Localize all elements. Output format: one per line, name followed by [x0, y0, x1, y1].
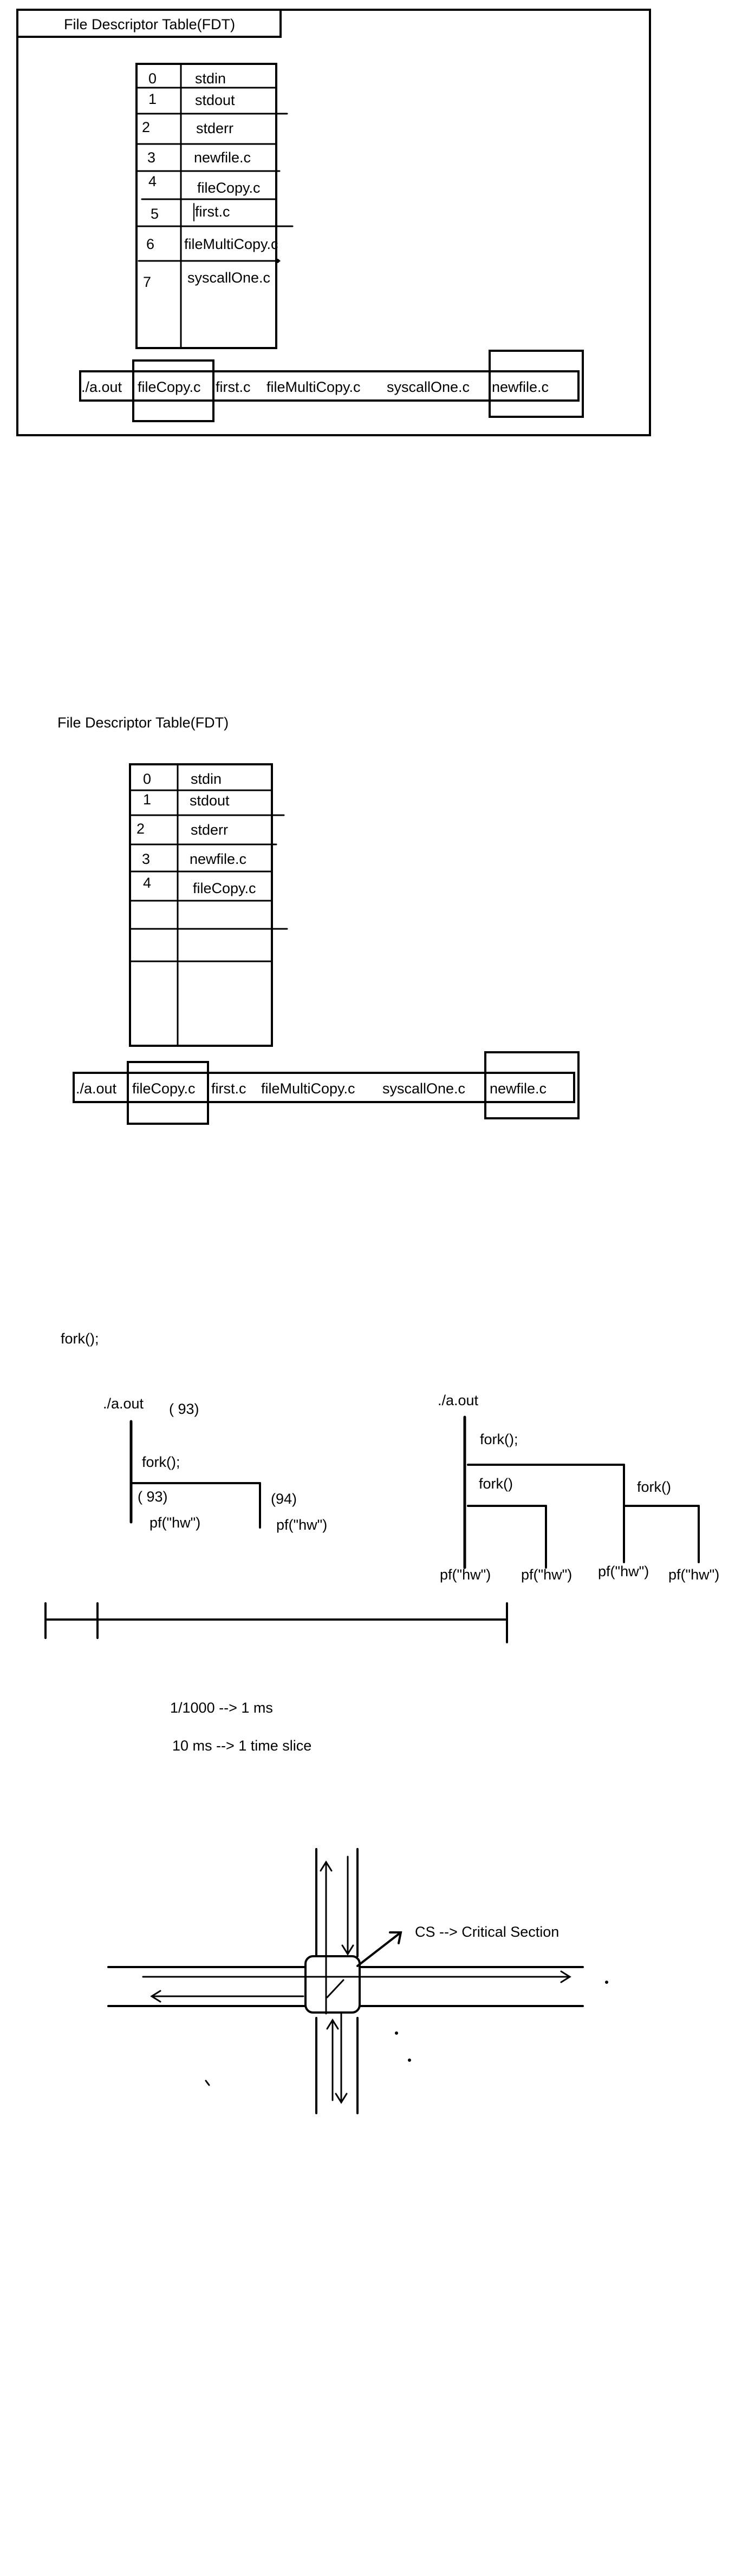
arrow-left-head-icon: [150, 1990, 161, 2003]
fdt1-fd-4: 4: [148, 173, 157, 189]
fdt1-title-box: [16, 9, 282, 38]
fdt1-arg-5: newfile.c: [492, 379, 549, 395]
fdt2-name-1: stdout: [190, 792, 230, 809]
fdt2-highlight-newfile: [484, 1051, 580, 1119]
fork-right-print-1: pf("hw"): [440, 1566, 491, 1583]
cs-pointer-head-icon: [389, 1931, 402, 1944]
fdt1-outer-frame: [16, 9, 651, 436]
fdt1-name-3: newfile.c: [194, 149, 251, 166]
fdt1-arg-2: first.c: [216, 379, 251, 395]
timeline-diagram: 1/1000 --> 1 ms 10 ms --> 1 time slice: [44, 1602, 508, 1754]
fdt2-name-4: fileCopy.c: [193, 880, 256, 896]
fdt2-arg-0: ./a.out: [76, 1080, 117, 1097]
fdt2-title: File Descriptor Table(FDT): [57, 715, 229, 731]
fdt2-arg-1: fileCopy.c: [132, 1080, 196, 1097]
arrow-up-lower-head-icon: [326, 2018, 339, 2030]
arrow-up-head-icon: [320, 1860, 333, 1872]
fdt2-fd-4: 4: [143, 875, 151, 891]
fork-left-pid-a: ( 93): [138, 1489, 168, 1505]
fdt2-table: [129, 763, 273, 1047]
fdt1-name-2: stderr: [196, 120, 233, 136]
fork-right-call-2: fork(): [479, 1476, 513, 1492]
fdt1-fd-7: 7: [143, 274, 151, 290]
fork-right-print-4: pf("hw"): [668, 1566, 719, 1583]
fork-left-print-b: pf("hw"): [276, 1517, 327, 1533]
fdt1-arg-0: ./a.out: [81, 379, 122, 395]
arrow-right-head-icon: [560, 1970, 571, 1983]
fdt-diagram-1: File Descriptor Table(FDT) 0 stdin 1 std…: [16, 9, 651, 436]
fdt1-name-1: stdout: [195, 92, 235, 108]
fdt1-command-bar: [79, 370, 580, 402]
fdt1-title: File Descriptor Table(FDT): [64, 16, 235, 32]
fdt2-name-3: newfile.c: [190, 851, 246, 867]
fdt1-name-0: stdin: [195, 70, 226, 87]
fork-left-parent-pid: ( 93): [169, 1401, 199, 1417]
arrow-down-upper-head-icon: [341, 1944, 354, 1956]
fdt1-fd-5: 5: [151, 206, 159, 222]
fdt2-name-2: stderr: [191, 822, 228, 838]
fdt1-fd-3: 3: [147, 149, 155, 166]
fdt1-arg-4: syscallOne.c: [387, 379, 470, 395]
timing-line-1: 1/1000 --> 1 ms: [170, 1700, 273, 1716]
critical-section-diagram: CS --> Critical Section: [107, 1848, 608, 2114]
fork-left-program: ./a.out: [103, 1395, 144, 1412]
fork-right-print-3: pf("hw"): [598, 1563, 649, 1579]
fdt1-arg-1: fileCopy.c: [138, 379, 201, 395]
fdt1-name-4: fileCopy.c: [197, 180, 261, 196]
fdt-diagram-2: File Descriptor Table(FDT) 0 stdin 1 std…: [57, 715, 580, 1125]
fdt2-fd-3: 3: [142, 851, 150, 867]
fdt1-arrow-dot: [275, 259, 279, 263]
fork-left-print-a: pf("hw"): [149, 1515, 200, 1531]
fdt2-fd-1: 1: [143, 791, 151, 808]
stray-tick: [205, 2080, 210, 2086]
fork-right-program: ./a.out: [438, 1392, 479, 1408]
critical-section-diagonal: [326, 1979, 344, 1998]
fork-heading: fork();: [61, 1330, 99, 1347]
fork-right-call-3: fork(): [637, 1479, 671, 1495]
fdt1-fd-1: 1: [148, 91, 157, 107]
critical-section-box: [304, 1955, 361, 2014]
fdt1-name-7: syscallOne.c: [187, 270, 270, 286]
fdt1-table: [135, 63, 277, 349]
fdt1-highlight-newfile: [489, 350, 584, 418]
fdt1-arg-3: fileMultiCopy.c: [266, 379, 361, 395]
fdt2-arg-4: syscallOne.c: [382, 1080, 465, 1097]
fork-right-call-1: fork();: [480, 1431, 518, 1447]
arrow-down-head-icon: [335, 2093, 348, 2104]
fdt2-highlight-filecopy: [127, 1061, 209, 1125]
fdt1-name-6: fileMultiCopy.c: [184, 236, 278, 252]
fdt1-highlight-filecopy: [132, 359, 214, 422]
fork-left-call: fork();: [142, 1454, 180, 1470]
fork-right-print-2: pf("hw"): [521, 1566, 572, 1583]
fdt1-fd-6: 6: [146, 236, 154, 252]
fdt2-fd-0: 0: [143, 771, 151, 787]
fdt2-name-0: stdin: [191, 771, 222, 787]
fdt2-command-bar: [73, 1072, 575, 1103]
cs-label: CS --> Critical Section: [415, 1924, 559, 1940]
cs-pointer-arrow: [356, 1931, 402, 1967]
fdt1-name-5: first.c: [195, 204, 230, 220]
timing-line-2: 10 ms --> 1 time slice: [172, 1738, 311, 1754]
stray-dot: [408, 2059, 411, 2062]
fdt1-fd-0: 0: [148, 70, 157, 87]
fdt2-arg-2: first.c: [211, 1080, 246, 1097]
fork-diagram: fork(); ./a.out ( 93) fork(); ( 93) (94)…: [61, 1330, 719, 1583]
fdt2-arg-3: fileMultiCopy.c: [261, 1080, 355, 1097]
fork-left-pid-b: (94): [271, 1491, 297, 1507]
fdt2-arg-5: newfile.c: [490, 1080, 547, 1097]
fdt1-fd-2: 2: [142, 119, 150, 135]
stray-dot: [395, 2031, 398, 2035]
stray-dot: [605, 1981, 608, 1984]
fdt2-fd-2: 2: [136, 821, 145, 837]
